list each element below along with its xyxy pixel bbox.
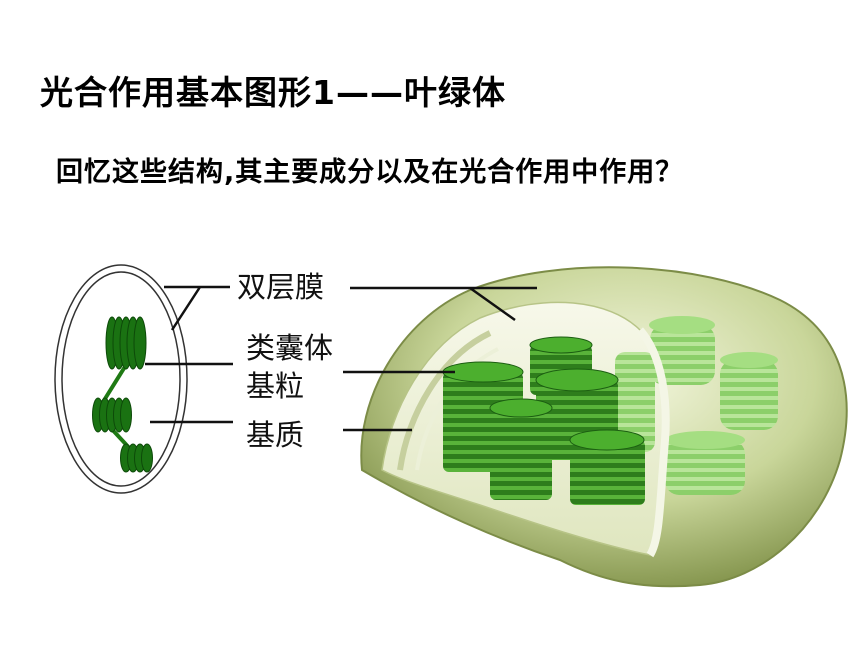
label-granum: 基粒: [246, 369, 304, 403]
label-thylakoid: 类囊体: [246, 331, 333, 365]
outer-membrane: [54, 264, 188, 494]
label-stroma: 基质: [246, 418, 304, 452]
schematic-granum-middle: [92, 397, 132, 433]
schematic-granum-bottom: [120, 443, 153, 473]
label-double-membrane: 双层膜: [237, 270, 324, 304]
slide-title: 光合作用基本图形1——叶绿体: [40, 73, 506, 112]
leader-line-membrane: [164, 285, 230, 331]
leader-line-3d-membrane: [350, 286, 537, 322]
schematic-granum-top: [105, 316, 147, 370]
chloroplast-3d: [343, 266, 848, 588]
inner-envelope-arc-2: [415, 347, 499, 471]
inner-envelope-arc: [397, 330, 492, 471]
granum-stack-5: [569, 429, 645, 505]
grana-background: [615, 316, 778, 495]
schematic-chloroplast: [54, 264, 233, 494]
slide-question: 回忆这些结构,其主要成分以及在光合作用中作用？: [56, 157, 684, 188]
envelope-rim: [636, 327, 670, 558]
granum-stack-4: [489, 398, 553, 500]
inner-membrane: [61, 271, 181, 487]
